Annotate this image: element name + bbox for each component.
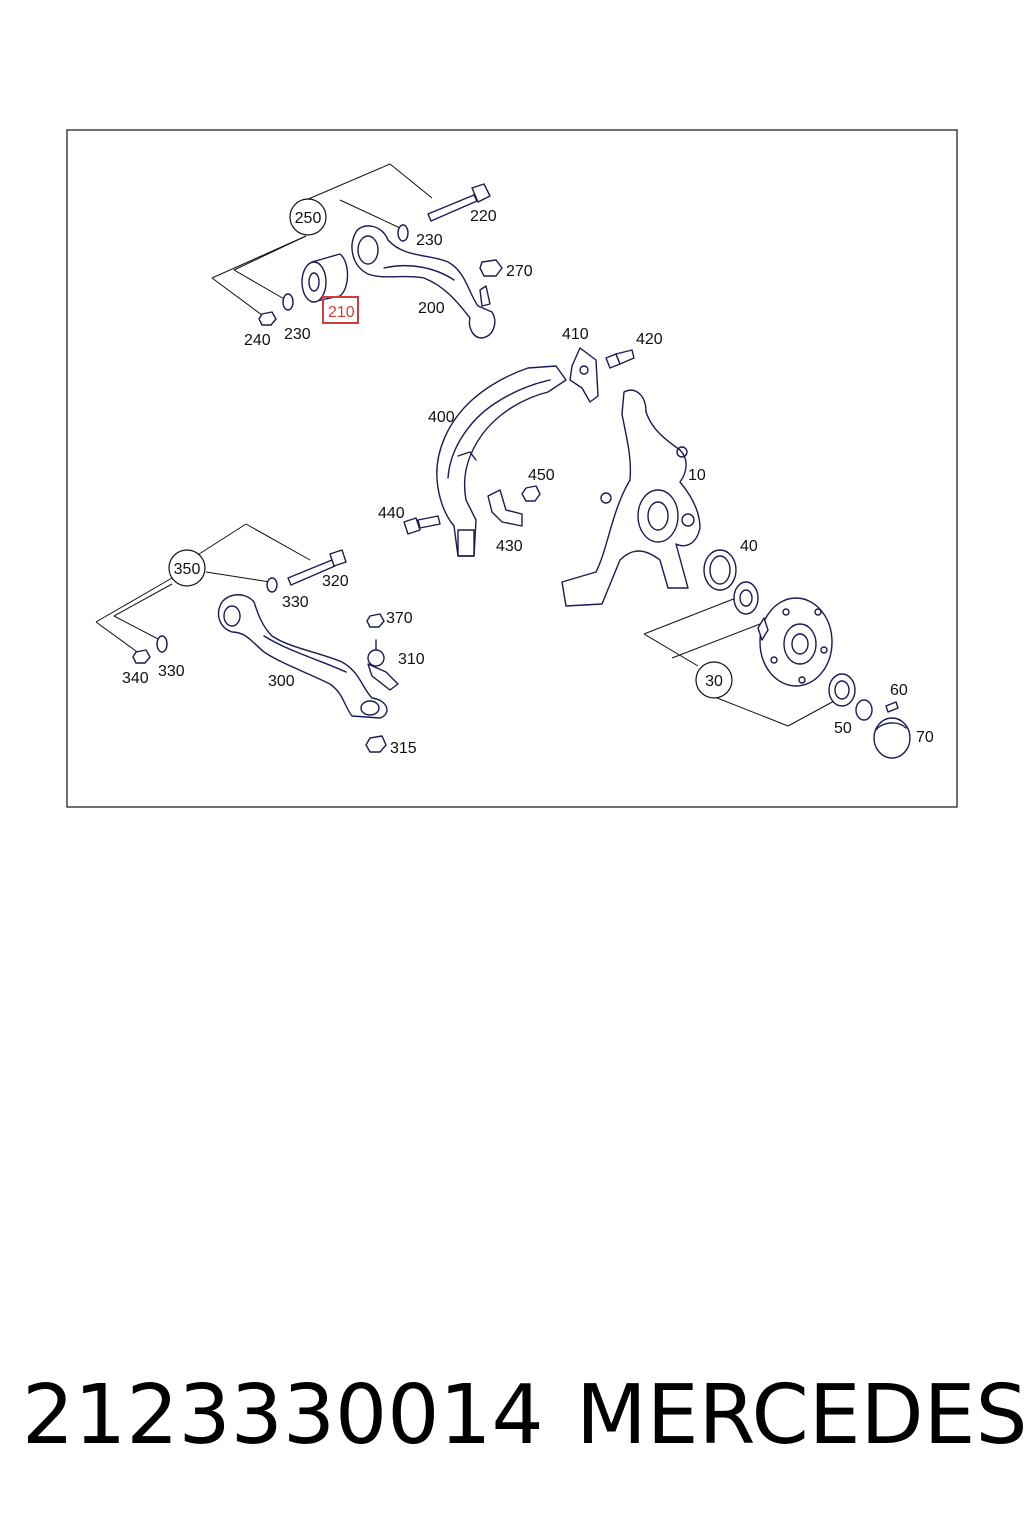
label-450: 450 xyxy=(528,467,555,484)
label-315: 315 xyxy=(390,740,417,757)
label-200: 200 xyxy=(418,300,445,317)
label-230-upper: 230 xyxy=(416,232,443,249)
label-300: 300 xyxy=(268,673,295,690)
label-220: 220 xyxy=(470,208,497,225)
washer-330-upper xyxy=(266,577,278,593)
label-370: 370 xyxy=(386,610,413,627)
label-440: 440 xyxy=(378,505,405,522)
label-320: 320 xyxy=(322,573,349,590)
label-310: 310 xyxy=(398,651,425,668)
label-430: 430 xyxy=(496,538,523,555)
strut-400 xyxy=(436,365,567,557)
bushing-210 xyxy=(301,253,349,303)
label-420: 420 xyxy=(636,331,663,348)
bolt-420 xyxy=(605,349,635,369)
group-30-circle xyxy=(695,661,733,699)
brand-name: MERCEDES xyxy=(576,1368,1024,1463)
label-10: 10 xyxy=(688,467,706,484)
ball-joint-310 xyxy=(367,639,399,691)
bracket-410 xyxy=(569,347,599,403)
nut-240 xyxy=(258,311,277,326)
label-30: 30 xyxy=(705,673,723,690)
washer-330-lower xyxy=(156,635,168,653)
group-250-circle xyxy=(289,198,327,236)
nut-450 xyxy=(521,485,541,502)
bolt-320 xyxy=(287,549,347,586)
wheel-hub-30 xyxy=(757,597,833,687)
group-350-circle xyxy=(168,549,206,587)
label-330-lower: 330 xyxy=(158,663,185,680)
label-270: 270 xyxy=(506,263,533,280)
highlight-box-210 xyxy=(322,296,359,324)
nut-270 xyxy=(479,259,503,277)
label-70: 70 xyxy=(916,729,934,746)
washer-230-lower xyxy=(282,293,294,311)
label-350: 350 xyxy=(174,561,201,578)
nut-370 xyxy=(366,613,385,628)
label-410: 410 xyxy=(562,326,589,343)
label-340: 340 xyxy=(122,670,149,687)
bolt-440 xyxy=(403,515,441,535)
nut-315 xyxy=(365,735,387,753)
label-50: 50 xyxy=(834,720,852,737)
label-210: 210 xyxy=(328,304,355,321)
label-400: 400 xyxy=(428,409,455,426)
knuckle-10 xyxy=(561,389,701,607)
screw-60 xyxy=(885,701,899,713)
group-350-leaders xyxy=(95,523,311,655)
label-250: 250 xyxy=(295,210,322,227)
label-330-upper: 330 xyxy=(282,594,309,611)
part-number: 2123330014 xyxy=(22,1368,544,1463)
diagram-frame xyxy=(66,129,958,808)
label-230-lower: 230 xyxy=(284,326,311,343)
control-arm-300 xyxy=(217,594,388,719)
caption: 2123330014 MERCEDES xyxy=(22,1368,1024,1468)
group-250-leaders xyxy=(211,163,433,319)
label-60: 60 xyxy=(890,682,908,699)
seal-40 xyxy=(703,549,737,591)
cap-70 xyxy=(873,717,911,759)
nut-340 xyxy=(132,649,151,664)
bearing-30 xyxy=(733,581,759,615)
washer-230-upper xyxy=(397,224,409,242)
label-240: 240 xyxy=(244,332,271,349)
label-40: 40 xyxy=(740,538,758,555)
nut-50 xyxy=(828,673,873,721)
control-arm-200 xyxy=(351,225,496,339)
bolt-220 xyxy=(427,183,491,222)
bracket-430 xyxy=(487,489,523,527)
